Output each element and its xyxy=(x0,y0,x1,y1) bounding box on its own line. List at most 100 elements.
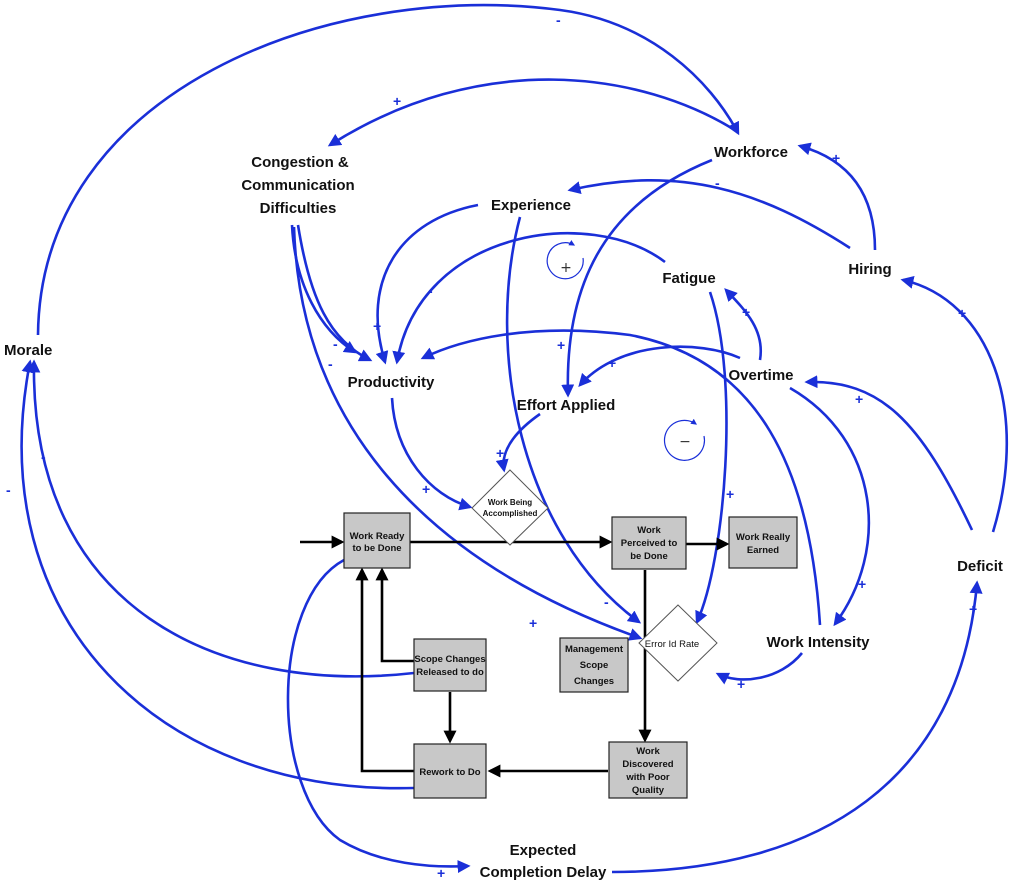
causal-links xyxy=(20,3,1009,874)
polarity-sign: - xyxy=(428,283,433,299)
stock-work-really-earned: Work Really Earned xyxy=(728,516,798,569)
polarity-sign: - xyxy=(41,449,46,465)
fatigue-label: Fatigue xyxy=(662,270,715,287)
polarity-sign: + xyxy=(557,337,565,353)
rework-label: Rework to Do xyxy=(419,767,480,778)
link-scope-morale xyxy=(27,359,415,678)
work-ready-label-2: to be Done xyxy=(352,543,401,554)
congestion-label-2: Communication xyxy=(241,177,354,194)
work-perceived-label-3: be Done xyxy=(630,551,667,562)
link-workforce-congestion xyxy=(327,78,739,147)
link-workforce-effort xyxy=(561,158,713,398)
polarity-sign: - xyxy=(604,594,609,610)
link-hiring-experience xyxy=(567,179,851,250)
flow-scope-workready xyxy=(375,567,414,663)
polarity-sign: + xyxy=(958,305,966,321)
mgmt-scope-label-2: Scope xyxy=(580,660,609,671)
polarity-sign: + xyxy=(393,93,401,109)
link-congestion-errorid xyxy=(292,226,643,641)
link-productivity-workbeing xyxy=(390,397,473,511)
discovered-label-2: Discovered xyxy=(622,759,673,770)
effort-applied-label: Effort Applied xyxy=(517,397,616,414)
congestion-label-1: Congestion & xyxy=(251,154,349,171)
stock-management-scope-changes: Management Scope Changes xyxy=(559,637,629,693)
stock-rework-to-do: Rework to Do xyxy=(413,743,487,799)
polarity-sign: - xyxy=(328,356,333,372)
reinforcing-loop-symbol: + xyxy=(560,260,572,276)
polarity-sign: + xyxy=(855,391,863,407)
reinforcing-loop-indicator: + xyxy=(546,240,584,280)
link-overtime-effort xyxy=(578,345,741,387)
work-intensity-label: Work Intensity xyxy=(766,634,870,651)
scope-released-label-1: Scope Changes xyxy=(414,654,485,665)
link-morale-workforce xyxy=(36,3,740,336)
link-congestion-productivity-b xyxy=(296,224,373,362)
scope-released-label-2: Released to do xyxy=(416,667,484,678)
expected-delay-label-1: Expected xyxy=(510,842,577,859)
polarity-sign: + xyxy=(832,150,840,166)
stock-work-discovered-poor-quality: Work Discovered with Poor Quality xyxy=(608,741,688,799)
polarity-sign: - xyxy=(333,336,338,352)
polarity-sign: + xyxy=(529,615,537,631)
balancing-loop-symbol: − xyxy=(679,434,691,450)
stock-work-perceived: Work Perceived to be Done xyxy=(611,516,687,570)
link-hiring-workforce xyxy=(797,142,877,251)
link-expected-deficit xyxy=(611,580,983,874)
link-overtime-intensity xyxy=(789,386,871,627)
link-fatigue-errorid xyxy=(695,291,728,625)
link-fatigue-productivity xyxy=(392,231,666,365)
stock-scope-changes-released: Scope Changes Released to do xyxy=(413,638,487,692)
link-deficit-hiring xyxy=(900,276,1009,533)
link-experience-productivity xyxy=(375,203,479,365)
error-id-rate-label: Error Id Rate xyxy=(645,639,699,650)
expected-delay-label-2: Completion Delay xyxy=(480,864,607,881)
polarity-signs: - + + - + - - - + + + + + + + + + - + + … xyxy=(6,12,977,881)
congestion-label-3: Difficulties xyxy=(260,200,337,217)
polarity-sign: + xyxy=(422,481,430,497)
hiring-label: Hiring xyxy=(848,261,891,278)
work-being-label-2: Accomplished xyxy=(483,509,538,518)
work-really-label-1: Work Really xyxy=(736,532,791,543)
rate-error-id-rate: Error Id Rate xyxy=(638,604,718,682)
work-ready-label-1: Work Ready xyxy=(350,531,405,542)
stock-work-ready: Work Ready to be Done xyxy=(343,512,411,569)
variable-labels: Morale Congestion & Communication Diffic… xyxy=(4,144,1003,881)
mgmt-scope-label-1: Management xyxy=(565,644,624,655)
productivity-label: Productivity xyxy=(348,374,435,391)
polarity-sign: + xyxy=(742,304,750,320)
discovered-label-4: Quality xyxy=(632,785,665,796)
discovered-label-1: Work xyxy=(636,746,660,757)
link-deficit-overtime xyxy=(804,375,974,531)
polarity-sign: - xyxy=(556,12,561,28)
polarity-sign: + xyxy=(858,576,866,592)
polarity-sign: + xyxy=(496,445,504,461)
balancing-loop-indicator: − xyxy=(663,418,706,461)
polarity-sign: + xyxy=(608,355,616,371)
workforce-label: Workforce xyxy=(714,144,788,161)
polarity-sign: + xyxy=(726,486,734,502)
link-rework-morale xyxy=(20,359,415,790)
discovered-label-3: with Poor xyxy=(625,772,670,783)
link-effort-workbeing xyxy=(495,412,541,473)
link-workready-expected xyxy=(286,558,471,874)
work-being-label-1: Work Being xyxy=(488,498,532,507)
deficit-label: Deficit xyxy=(957,558,1003,575)
link-intensity-errorid xyxy=(715,652,804,685)
flow-rework-workready xyxy=(355,567,414,773)
polarity-sign: - xyxy=(715,175,720,191)
polarity-sign: - xyxy=(6,482,11,498)
work-perceived-label-2: Perceived to xyxy=(621,538,678,549)
experience-label: Experience xyxy=(491,197,571,214)
mgmt-scope-label-3: Changes xyxy=(574,676,614,687)
polarity-sign: + xyxy=(969,601,977,617)
polarity-sign: + xyxy=(373,318,381,334)
polarity-sign: + xyxy=(737,676,745,692)
link-experience-errorid xyxy=(505,216,642,624)
morale-label: Morale xyxy=(4,342,52,359)
overtime-label: Overtime xyxy=(728,367,793,384)
work-really-label-2: Earned xyxy=(747,545,779,556)
polarity-sign: + xyxy=(437,865,445,881)
link-intensity-productivity xyxy=(420,329,822,626)
rate-work-being-accomplished: Work Being Accomplished xyxy=(471,469,549,546)
